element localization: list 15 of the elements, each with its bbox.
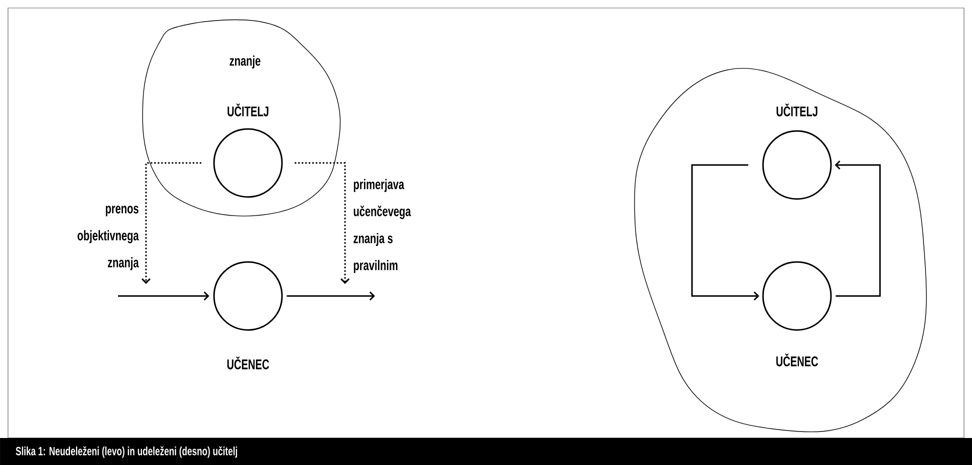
caption-bar: Slika 1: Neudeleženi (levo) in udeleženi (desno) učitelj [0,438,972,465]
edge-label: prenos objektivnega znanja [78,206,139,270]
edge-label: primerjava učenčevega znanja s pravilnim [354,178,411,273]
arrow [118,291,210,301]
arrow [691,164,760,301]
node-label: UČENEC [227,356,270,370]
node-label: UČENEC [776,354,818,366]
arrow [834,160,881,297]
dotted-arrow [294,162,350,284]
dotted-arrow [141,162,202,284]
node-label: UČITELJ [776,104,818,116]
node-label: UČITELJ [228,104,268,116]
node-label: znanje [230,55,260,68]
blob-outline [634,68,927,432]
arrow [286,291,375,301]
